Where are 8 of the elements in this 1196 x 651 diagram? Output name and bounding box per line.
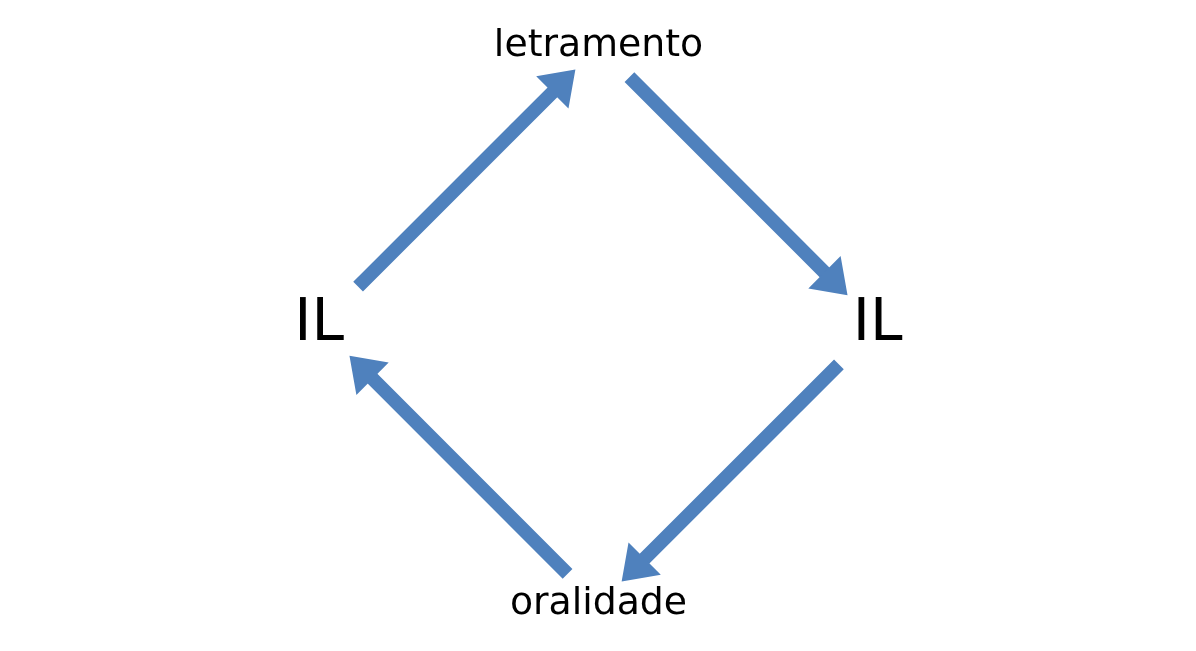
arrow [352,69,575,292]
arrow [624,72,848,296]
node-text: IL [852,286,903,355]
node-text: letramento [493,20,703,65]
arrow [348,355,572,579]
node-text: IL [293,286,344,355]
arrow [621,359,844,582]
node-text: oralidade [509,579,687,624]
